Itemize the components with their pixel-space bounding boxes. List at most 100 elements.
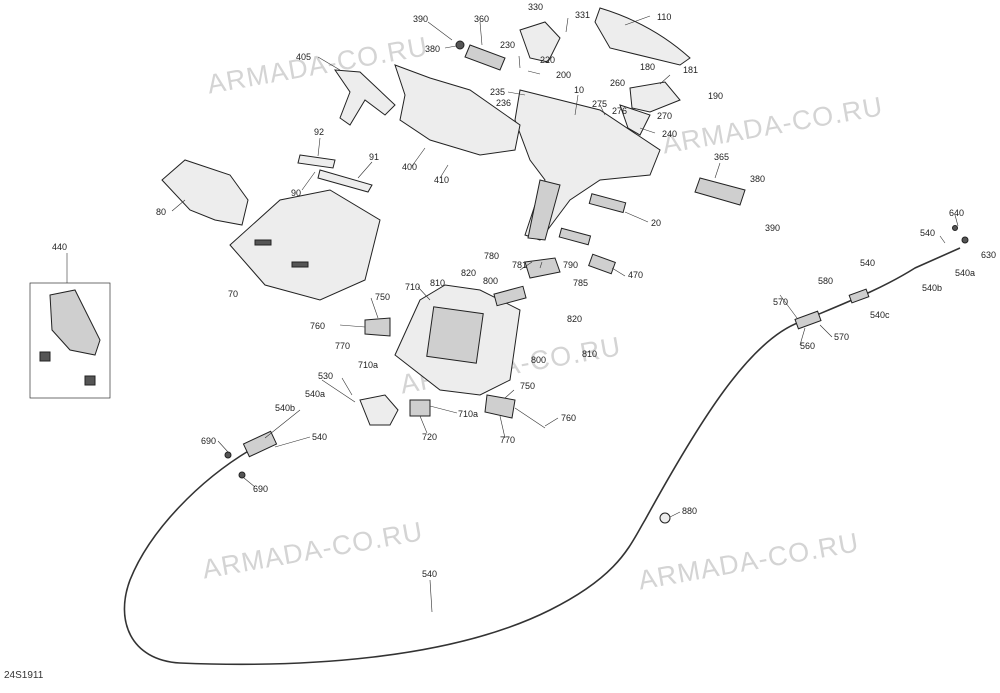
callout-label: 190 xyxy=(708,91,723,101)
callout-label: 400 xyxy=(402,162,417,172)
callout-label: 530 xyxy=(318,371,333,381)
inset-bracket-part xyxy=(49,289,101,356)
column-cover-part xyxy=(394,64,521,156)
callout-label: 820 xyxy=(567,314,582,324)
callout-label: 365 xyxy=(714,152,729,162)
callout-label: 440 xyxy=(52,242,67,252)
callout-label: 331 xyxy=(575,10,590,20)
callout-label: 760 xyxy=(561,413,576,423)
callout-label: 820 xyxy=(461,268,476,278)
clip-part xyxy=(659,512,671,524)
cable-end-part xyxy=(952,225,958,231)
callout-label: 540a xyxy=(305,389,325,399)
callout-label: 810 xyxy=(430,278,445,288)
callout-label: 230 xyxy=(500,40,515,50)
sleeve-part xyxy=(484,394,516,419)
callout-label: 110 xyxy=(657,12,671,22)
callout-label: 540 xyxy=(422,569,437,579)
callout-label: 260 xyxy=(610,78,625,88)
bushing-part xyxy=(409,399,431,417)
callout-label: 380 xyxy=(425,44,440,54)
inset-frame xyxy=(29,282,111,399)
callout-label: 770 xyxy=(500,435,515,445)
callout-label: 560 xyxy=(800,341,815,351)
bolt-head-part xyxy=(238,471,246,479)
callout-label: 810 xyxy=(582,349,597,359)
bolt-part xyxy=(339,324,366,328)
callout-label: 710a xyxy=(358,360,378,370)
frame-plate-part xyxy=(426,306,484,364)
trim-part xyxy=(333,69,396,126)
bracket-part xyxy=(317,169,373,193)
callout-label: 380 xyxy=(750,174,765,184)
switch-cover-part xyxy=(629,81,681,113)
callout-label: 785 xyxy=(573,278,588,288)
callout-label: 540 xyxy=(312,432,327,442)
inset-nut-part xyxy=(39,351,51,362)
callout-label: 750 xyxy=(520,381,535,391)
callout-label: 540b xyxy=(275,403,295,413)
rail-part xyxy=(588,193,627,214)
throttle-cable xyxy=(123,321,801,666)
callout-label: 540b xyxy=(922,283,942,293)
callout-label: 10 xyxy=(574,85,584,95)
callout-label: 410 xyxy=(434,175,449,185)
cable-fitting-part xyxy=(848,288,870,304)
callout-label: 690 xyxy=(201,436,216,446)
lower-cover-part xyxy=(229,189,381,301)
callout-label: 540a xyxy=(955,268,975,278)
callout-label: 470 xyxy=(628,270,643,280)
callout-label: 180 xyxy=(640,62,655,72)
cable-bracket-part xyxy=(359,394,399,426)
callout-label: 640 xyxy=(949,208,964,218)
callout-label: 92 xyxy=(314,127,324,137)
callout-label: 580 xyxy=(818,276,833,286)
rail-part xyxy=(558,227,592,246)
callout-label: 540 xyxy=(860,258,875,268)
sleeve-part xyxy=(364,317,391,337)
callout-label: 275 xyxy=(592,99,607,109)
handlebar-cover-part xyxy=(594,7,691,66)
callout-label: 390 xyxy=(765,223,780,233)
diagram-code: 24S1911 xyxy=(4,670,44,681)
callout-label: 270 xyxy=(657,111,672,121)
cylinder-part xyxy=(588,253,616,275)
callout-label: 720 xyxy=(422,432,437,442)
grip-end-part xyxy=(455,40,465,50)
callout-label: 570 xyxy=(834,332,849,342)
leader-lines xyxy=(66,15,959,613)
callout-label: 540 xyxy=(920,228,935,238)
actuator-part xyxy=(524,257,561,279)
bolt-head-part xyxy=(224,451,232,459)
callout-label: 220 xyxy=(540,55,555,65)
callout-labels: 390 360 330 331 110 380 230 220 200 405 … xyxy=(52,2,996,579)
tray-slot-part xyxy=(291,261,309,268)
callout-label: 91 xyxy=(369,152,379,162)
callout-label: 80 xyxy=(156,207,166,217)
callout-label: 770 xyxy=(335,341,350,351)
callout-label: 181 xyxy=(683,65,698,75)
callout-label: 90 xyxy=(291,188,301,198)
callout-label: 780 xyxy=(484,251,499,261)
steering-shaft-part xyxy=(527,179,561,241)
callout-label: 710 xyxy=(405,282,420,292)
callout-label: 235 xyxy=(490,87,505,97)
callout-label: 240 xyxy=(662,129,677,139)
callout-label: 790 xyxy=(563,260,578,270)
cable-end-part xyxy=(961,236,969,244)
bracket-part xyxy=(297,154,336,169)
left-grip-part xyxy=(464,44,506,71)
callout-label: 330 xyxy=(528,2,543,12)
callout-label: 781 xyxy=(512,260,527,270)
cable-adjuster-part xyxy=(242,430,278,458)
callout-label: 390 xyxy=(413,14,428,24)
callout-label: 570 xyxy=(773,297,788,307)
spring-part xyxy=(493,285,527,307)
callout-label: 200 xyxy=(556,70,571,80)
callout-label: 800 xyxy=(531,355,546,365)
cable-fitting-part xyxy=(794,310,822,330)
callout-label: 690 xyxy=(253,484,268,494)
callout-label: 276 xyxy=(612,106,627,116)
